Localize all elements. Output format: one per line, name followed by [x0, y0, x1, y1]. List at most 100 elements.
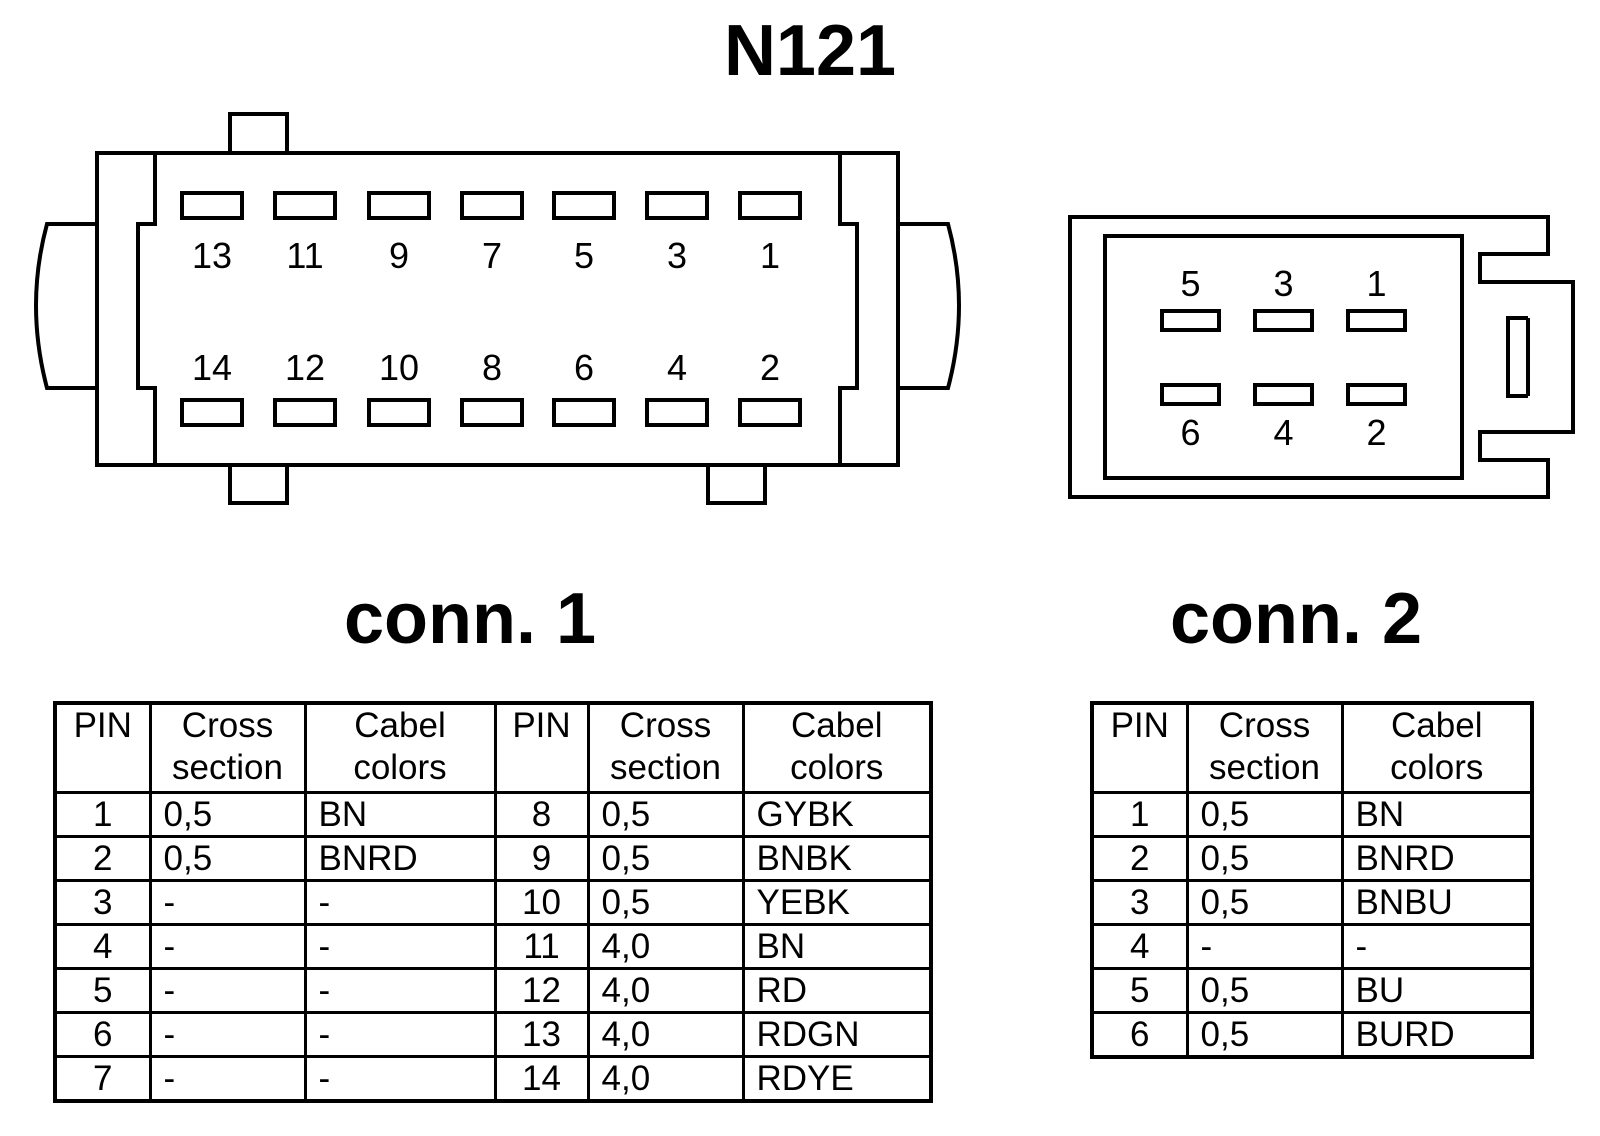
cable-color-cell: BNBU — [1340, 879, 1534, 926]
cross-section-cell: 4,0 — [586, 1011, 745, 1058]
cable-color-cell: YEBK — [741, 879, 933, 926]
cable-color-cell: - — [303, 1055, 497, 1103]
cross-section-cell: 0,5 — [1185, 791, 1344, 838]
connector-2-pin-slot — [1253, 309, 1314, 332]
connector-1-pin-slot — [645, 398, 709, 427]
cross-section-cell: 0,5 — [586, 879, 745, 926]
cross-section-cell: 4,0 — [586, 967, 745, 1014]
cross-section-cell: 0,5 — [586, 835, 745, 882]
pin-cell: 4 — [53, 923, 152, 970]
cable-color-cell: RDYE — [741, 1055, 933, 1103]
cable-color-cell: BNBK — [741, 835, 933, 882]
header-pin: PIN — [53, 701, 152, 794]
pin-label: 11 — [286, 235, 324, 276]
connector-1-pin-slot — [552, 398, 616, 427]
cable-color-cell: BNRD — [1340, 835, 1534, 882]
pin-cell: 4 — [1090, 923, 1189, 970]
pin-label: 8 — [481, 347, 503, 388]
connector-2-pin-slot — [1346, 309, 1407, 332]
pin-label: 6 — [1180, 412, 1201, 453]
pin-label: 4 — [666, 347, 688, 388]
connector-2-housing — [1068, 215, 1575, 499]
cable-color-cell: BNRD — [303, 835, 497, 882]
connector-1-pin-slot — [273, 191, 337, 220]
pin-cell: 12 — [493, 967, 590, 1014]
cable-color-cell: RDGN — [741, 1011, 933, 1058]
cross-section-cell: 0,5 — [148, 791, 307, 838]
pin-label: 3 — [1273, 263, 1294, 304]
connector-1-pin-slot — [367, 398, 431, 427]
cable-color-cell: - — [303, 923, 497, 970]
connector-1-pin-slot — [738, 191, 802, 220]
pin-cell: 7 — [53, 1055, 152, 1103]
pin-cell: 3 — [1090, 879, 1189, 926]
pin-label: 2 — [1366, 412, 1387, 453]
cable-color-cell: - — [303, 967, 497, 1014]
cross-section-cell: - — [148, 967, 307, 1014]
connector-1-left-latch — [34, 222, 97, 390]
cross-section-cell: 4,0 — [586, 923, 745, 970]
connector-diagrams — [34, 112, 1575, 505]
connector-1-pin-slot — [460, 191, 524, 220]
pin-cell: 1 — [1090, 791, 1189, 838]
pin-label: 12 — [284, 347, 326, 388]
pin-cell: 14 — [493, 1055, 590, 1103]
cable-color-cell: BN — [741, 923, 933, 970]
cross-section-cell: 0,5 — [1185, 879, 1344, 926]
pin-cell: 6 — [1090, 1011, 1189, 1059]
pin-cell: 5 — [53, 967, 152, 1014]
pin-label: 5 — [1180, 263, 1201, 304]
cross-section-cell: - — [148, 1011, 307, 1058]
cable-color-cell: BURD — [1340, 1011, 1534, 1059]
pin-label: 2 — [759, 347, 781, 388]
cross-section-cell: - — [148, 923, 307, 970]
cable-color-cell: RD — [741, 967, 933, 1014]
cross-section-cell: 0,5 — [1185, 967, 1344, 1014]
cross-section-cell: 0,5 — [148, 835, 307, 882]
header-pin: PIN — [1090, 701, 1189, 794]
cable-color-cell: BN — [1340, 791, 1534, 838]
connector-2-pin-slot — [1160, 383, 1221, 406]
cable-color-cell: - — [1340, 923, 1534, 970]
connector-1-bottom-tab-right — [706, 463, 767, 505]
connector-2-inner-frame — [1103, 234, 1464, 480]
connector-1-bottom-tab-left — [228, 463, 289, 505]
pin-label: 6 — [573, 347, 595, 388]
pin-label: 9 — [388, 235, 410, 276]
connector-2-heading: conn. 2 — [1170, 579, 1423, 659]
pin-label: 4 — [1273, 412, 1294, 453]
connector-1-pin-slot — [645, 191, 709, 220]
connector-1-pin-slot — [460, 398, 524, 427]
connector-1-pin-slot — [738, 398, 802, 427]
pin-cell: 10 — [493, 879, 590, 926]
cross-section-cell: 4,0 — [586, 1055, 745, 1103]
pin-label: 7 — [481, 235, 503, 276]
cable-color-cell: BU — [1340, 967, 1534, 1014]
connector-1-left-insert — [97, 151, 157, 467]
cross-section-cell: - — [148, 1055, 307, 1103]
pin-label: 3 — [666, 235, 688, 276]
connector-1-housing — [95, 151, 900, 467]
connector-2-latch-inner — [1506, 316, 1528, 398]
cable-color-cell: - — [303, 879, 497, 926]
cross-section-cell: 0,5 — [1185, 1011, 1344, 1059]
cross-section-cell: - — [148, 879, 307, 926]
pin-label: 5 — [573, 235, 595, 276]
pin-label: 1 — [759, 235, 781, 276]
pin-slots-layer — [180, 191, 1407, 427]
pin-cell: 13 — [493, 1011, 590, 1058]
